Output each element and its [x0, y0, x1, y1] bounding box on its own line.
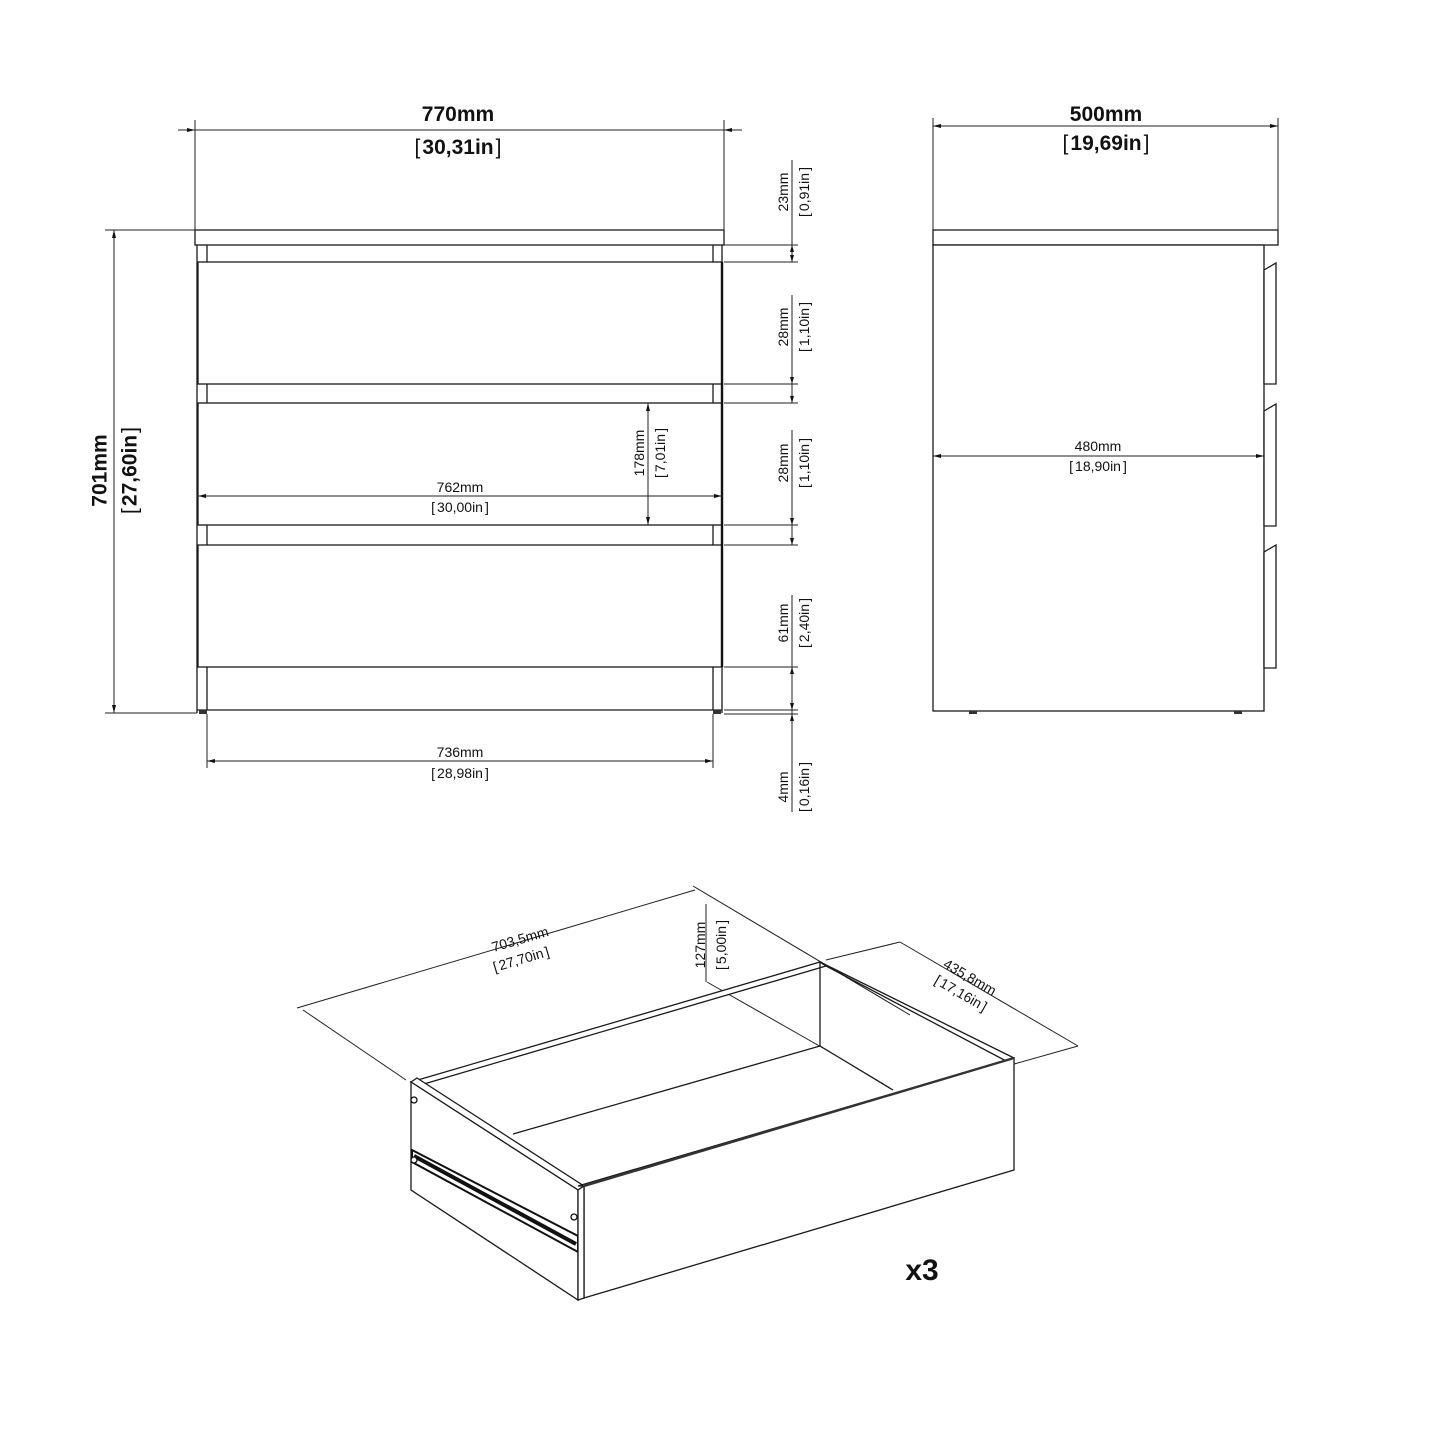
drawer-height-in: 5,00in — [713, 908, 729, 982]
gap-2-in: 1,10in — [796, 423, 812, 503]
side-depth-mm: 500mm — [1069, 103, 1143, 126]
drawer-front-1 — [197, 261, 723, 385]
drawer-front-width-mm: 762mm — [436, 479, 484, 495]
side-view — [932, 118, 1279, 714]
gap-2-mm: 28mm — [775, 443, 791, 483]
carcass-depth-in: 18,90in — [1042, 459, 1154, 473]
foot-height-mm: 4mm — [775, 771, 791, 803]
drawer-front-height-in: 7,01in — [652, 413, 668, 493]
drawer-iso-view — [296, 885, 1079, 1302]
carcass-depth-mm: 480mm — [1074, 438, 1122, 454]
side-depth-in: 19,69in — [1048, 133, 1164, 154]
drawer-front-3 — [197, 544, 723, 668]
front-width-in: 30,31in — [400, 137, 516, 158]
foot-height-in: 0,16in — [796, 747, 812, 827]
side-top-board — [932, 229, 1279, 246]
front-view — [105, 120, 798, 812]
top-thickness-mm: 23mm — [775, 172, 791, 212]
front-width-mm: 770mm — [421, 103, 495, 126]
top-thickness-in: 0,91in — [796, 152, 812, 232]
side-carcass — [932, 244, 1265, 712]
front-height-mm: 701mm — [88, 434, 112, 507]
drawer-front-width-in: 30,00in — [404, 500, 516, 514]
plinth-height-mm: 61mm — [775, 603, 791, 643]
gap-1-in: 1,10in — [796, 287, 812, 367]
plinth-height-in: 2,40in — [796, 583, 812, 663]
drawer-height-mm: 127mm — [692, 921, 708, 969]
top-board — [194, 229, 725, 246]
drawer-quantity: x3 — [905, 1254, 939, 1287]
base-width-in: 28,98in — [404, 766, 516, 780]
front-height-in: 27,60in — [119, 413, 142, 529]
drawer-front-height-mm: 178mm — [631, 429, 647, 477]
gap-1-mm: 28mm — [775, 307, 791, 347]
base-width-mm: 736mm — [436, 744, 484, 760]
